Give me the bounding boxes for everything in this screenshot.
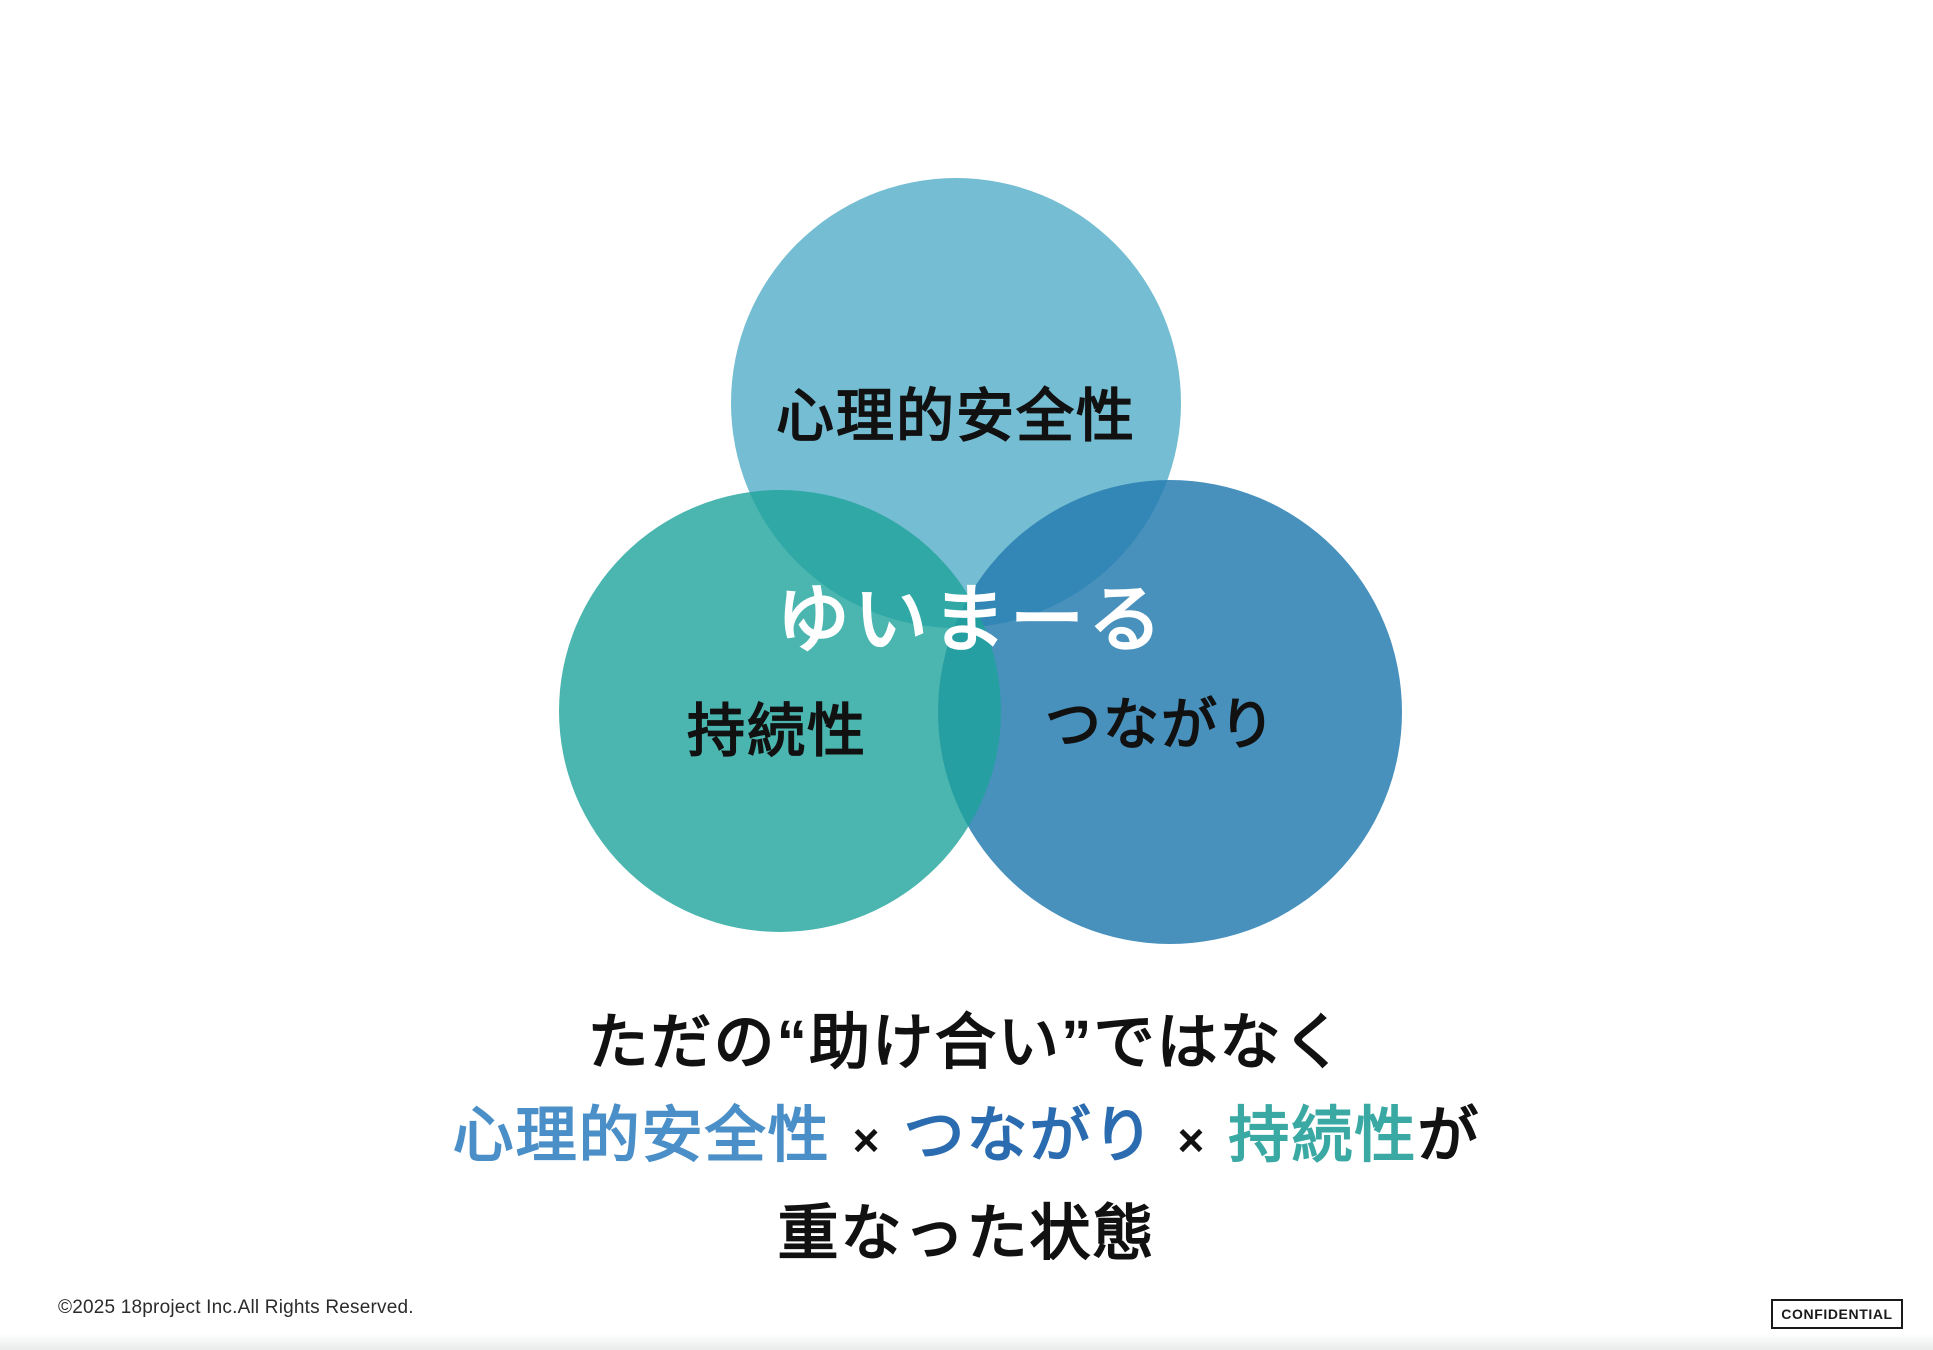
caption-multiply-icon: × bbox=[852, 1114, 882, 1166]
caption-term-connection: つながり bbox=[903, 1101, 1156, 1169]
venn-label-psychological-safety: 心理的安全性 bbox=[775, 384, 1136, 449]
caption-block: ただの“助け合い”ではなく 心理的安全性 × つながり × 持続性が 重なった状態 bbox=[0, 996, 1933, 1280]
venn-label-connection: つながり bbox=[1045, 693, 1277, 756]
copyright-text: ©2025 18project Inc.All Rights Reserved. bbox=[58, 1297, 414, 1318]
venn-circle-sustainability bbox=[559, 490, 1001, 932]
caption-line-3: 重なった状態 bbox=[777, 1199, 1156, 1267]
bottom-edge-shade bbox=[0, 1334, 1933, 1350]
caption-term-psychological-safety: 心理的安全性 bbox=[452, 1101, 831, 1169]
venn-circle-connection bbox=[938, 480, 1402, 944]
caption-line-2: 心理的安全性 × つながり × 持続性が bbox=[0, 1089, 1933, 1187]
confidential-badge: CONFIDENTIAL bbox=[1771, 1299, 1903, 1329]
venn-label-sustainability: 持続性 bbox=[686, 699, 867, 764]
venn-center-label: ゆいまーる bbox=[776, 578, 1166, 661]
caption-line-1: ただの“助け合い”ではなく bbox=[587, 1008, 1346, 1076]
caption-multiply-icon: × bbox=[1177, 1114, 1207, 1166]
caption-particle: が bbox=[1417, 1101, 1481, 1169]
caption-term-sustainability: 持続性 bbox=[1228, 1101, 1418, 1169]
confidential-label: CONFIDENTIAL bbox=[1781, 1306, 1893, 1322]
